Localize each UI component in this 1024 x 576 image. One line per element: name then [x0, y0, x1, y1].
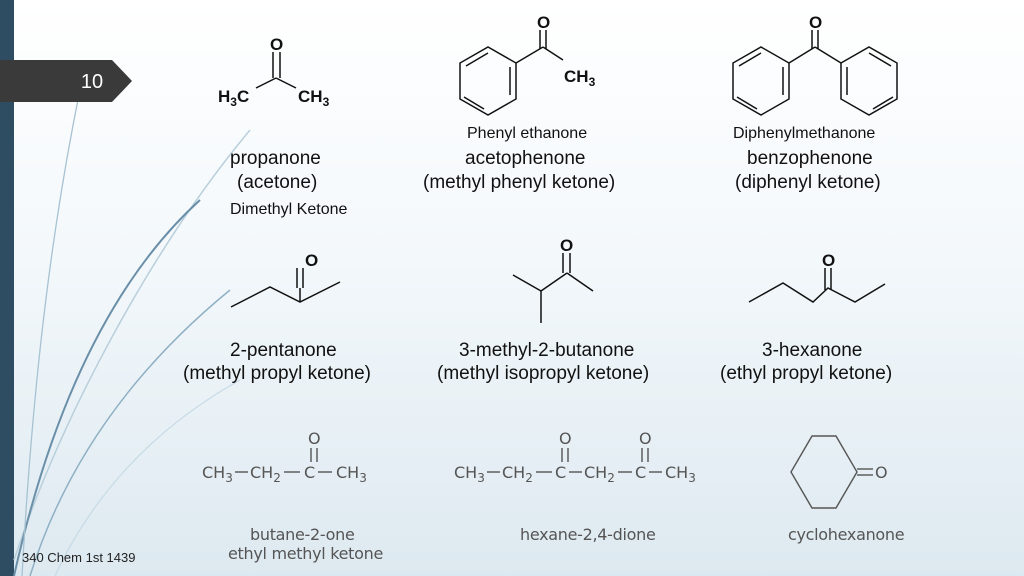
- page-number-tab: [0, 60, 132, 102]
- propanone-alt-name: Dimethyl Ketone: [230, 201, 348, 218]
- methylbutanone-structure: O: [512, 236, 594, 323]
- oxygen-atom: O: [639, 429, 652, 448]
- methyl-group: CH3: [454, 463, 485, 485]
- pentanone-name: 2-pentanone: [230, 340, 337, 361]
- butanone-condensed-structure: O CH3 CH2 C CH3: [202, 429, 367, 485]
- acetophenone-iupac-name: Phenyl ethanone: [467, 125, 588, 142]
- footer-course-label: 340 Chem 1st 1439: [22, 550, 135, 565]
- methyl-group: CH3: [564, 67, 596, 89]
- hexanone-structure: O: [748, 251, 886, 303]
- methylene-group: CH2: [584, 463, 615, 485]
- oxygen-atom: O: [822, 251, 835, 270]
- methyl-group: CH3: [202, 463, 233, 485]
- oxygen-atom: O: [809, 13, 822, 32]
- oxygen-atom: O: [308, 429, 321, 448]
- left-accent-bar: [0, 0, 14, 576]
- benzophenone-iupac-name: Diphenylmethanone: [733, 125, 876, 142]
- methyl-group-right: CH3: [298, 87, 330, 109]
- methylene-group: CH2: [502, 463, 533, 485]
- cyclohexanone-structure: O: [790, 435, 888, 509]
- page-number: 10: [80, 71, 104, 93]
- methyl-group: CH3: [336, 463, 367, 485]
- methylene-group: CH2: [250, 463, 281, 485]
- footer-text: 340 Chem 1st 1439: [22, 550, 136, 565]
- hexanone-name: 3-hexanone: [762, 340, 863, 361]
- oxygen-atom: O: [537, 13, 550, 32]
- oxygen-atom: O: [875, 463, 888, 482]
- oxygen-atom: O: [559, 429, 572, 448]
- carbonyl-carbon: C: [635, 463, 646, 482]
- methylbutanone-name: 3-methyl-2-butanone: [459, 340, 635, 361]
- oxygen-atom: O: [305, 251, 318, 270]
- benzophenone-common-name: (diphenyl ketone): [735, 172, 881, 193]
- propanone-structure: O H3C CH3: [218, 35, 330, 109]
- butanone-common-name: ethyl methyl ketone: [228, 544, 383, 563]
- methyl-group: CH3: [665, 463, 696, 485]
- benzophenone-name: benzophenone: [747, 148, 873, 169]
- hexanone-common-name: (ethyl propyl ketone): [720, 363, 893, 384]
- carbonyl-carbon: C: [555, 463, 566, 482]
- hexanedione-condensed-structure: O O CH3 CH2 C CH2 C CH3: [454, 429, 696, 485]
- pentanone-common-name: (methyl propyl ketone): [183, 363, 371, 384]
- decorative-curves: [13, 89, 251, 576]
- cyclohexanone-name: cyclohexanone: [788, 525, 905, 544]
- benzophenone-structure: O: [732, 13, 898, 116]
- pentanone-structure: O: [230, 251, 341, 308]
- oxygen-atom: O: [270, 35, 283, 54]
- methyl-group-left: H3C: [218, 87, 249, 109]
- hexanedione-name: hexane-2,4-dione: [520, 525, 656, 544]
- acetophenone-structure: O CH3: [459, 13, 596, 116]
- methylbutanone-common-name: (methyl isopropyl ketone): [437, 363, 650, 384]
- acetophenone-common-name: (methyl phenyl ketone): [423, 172, 616, 193]
- propanone-common-name: (acetone): [237, 172, 318, 193]
- propanone-name: propanone: [230, 148, 321, 169]
- oxygen-atom: O: [560, 236, 573, 255]
- acetophenone-name: acetophenone: [465, 148, 586, 169]
- carbonyl-carbon: C: [304, 463, 315, 482]
- butanone-name: butane-2-one: [250, 525, 355, 544]
